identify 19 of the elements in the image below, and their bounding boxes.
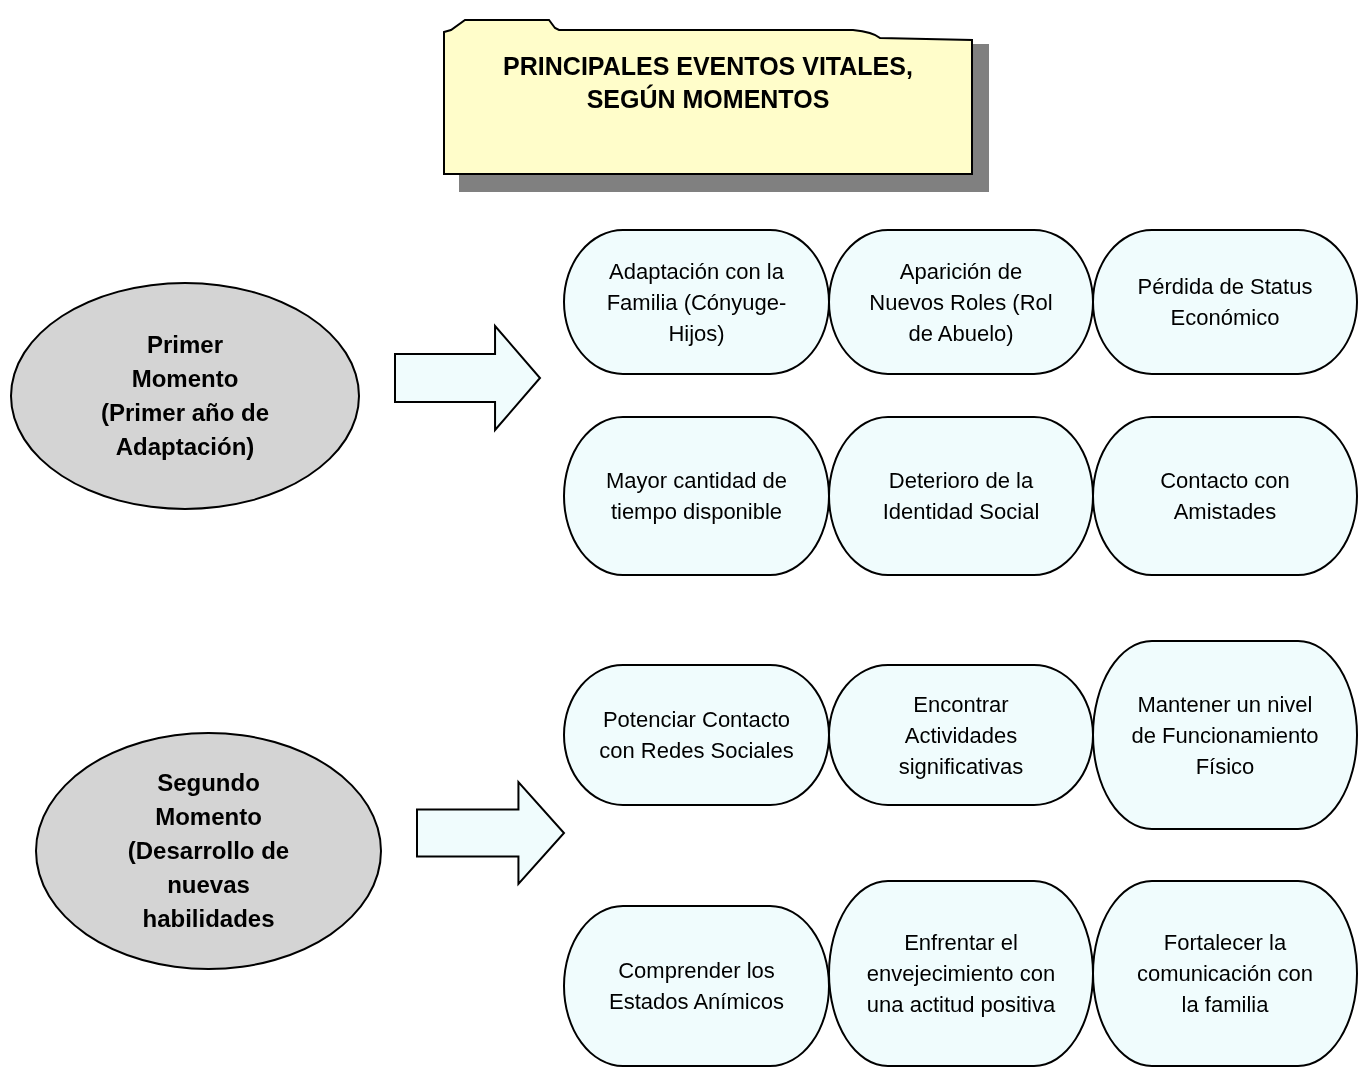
title-text: PRINCIPALES EVENTOS VITALES, SEGÚN MOMENTOS	[503, 51, 913, 115]
event-box	[828, 664, 1094, 806]
event-label: Enfrentar el envejecimiento con una actitud positiva	[865, 929, 1057, 1019]
event-label: Deterioro de la Identidad Social	[881, 467, 1041, 526]
event-label: Contacto con Amistades	[1159, 467, 1291, 526]
event-label: Aparición de Nuevos Roles (Rol de Abuelo)	[868, 257, 1054, 348]
event-label: Comprender los Estados Anímicos	[608, 957, 785, 1016]
block-arrow	[416, 779, 566, 887]
block-arrow	[394, 323, 542, 433]
event-label: Potenciar Contacto con Redes Sociales	[599, 706, 794, 765]
event-box	[563, 905, 830, 1067]
event-label: Fortalecer la comunicación con la familia	[1135, 929, 1315, 1019]
event-label: Mayor cantidad de tiempo disponible	[605, 467, 788, 526]
event-label: Adaptación con la Familia (Cónyuge- Hijos)	[605, 257, 788, 348]
stage-label: Primer Momento (Primer año de Adaptación)	[99, 330, 270, 462]
event-label: Mantener un nivel de Funcionamiento Físico	[1130, 690, 1320, 781]
stage-label: Segundo Momento (Desarrollo de nuevas habilidades	[126, 768, 291, 934]
event-label: Encontrar Actividades significativas	[897, 690, 1025, 781]
event-label: Pérdida de Status Económico	[1136, 273, 1314, 332]
